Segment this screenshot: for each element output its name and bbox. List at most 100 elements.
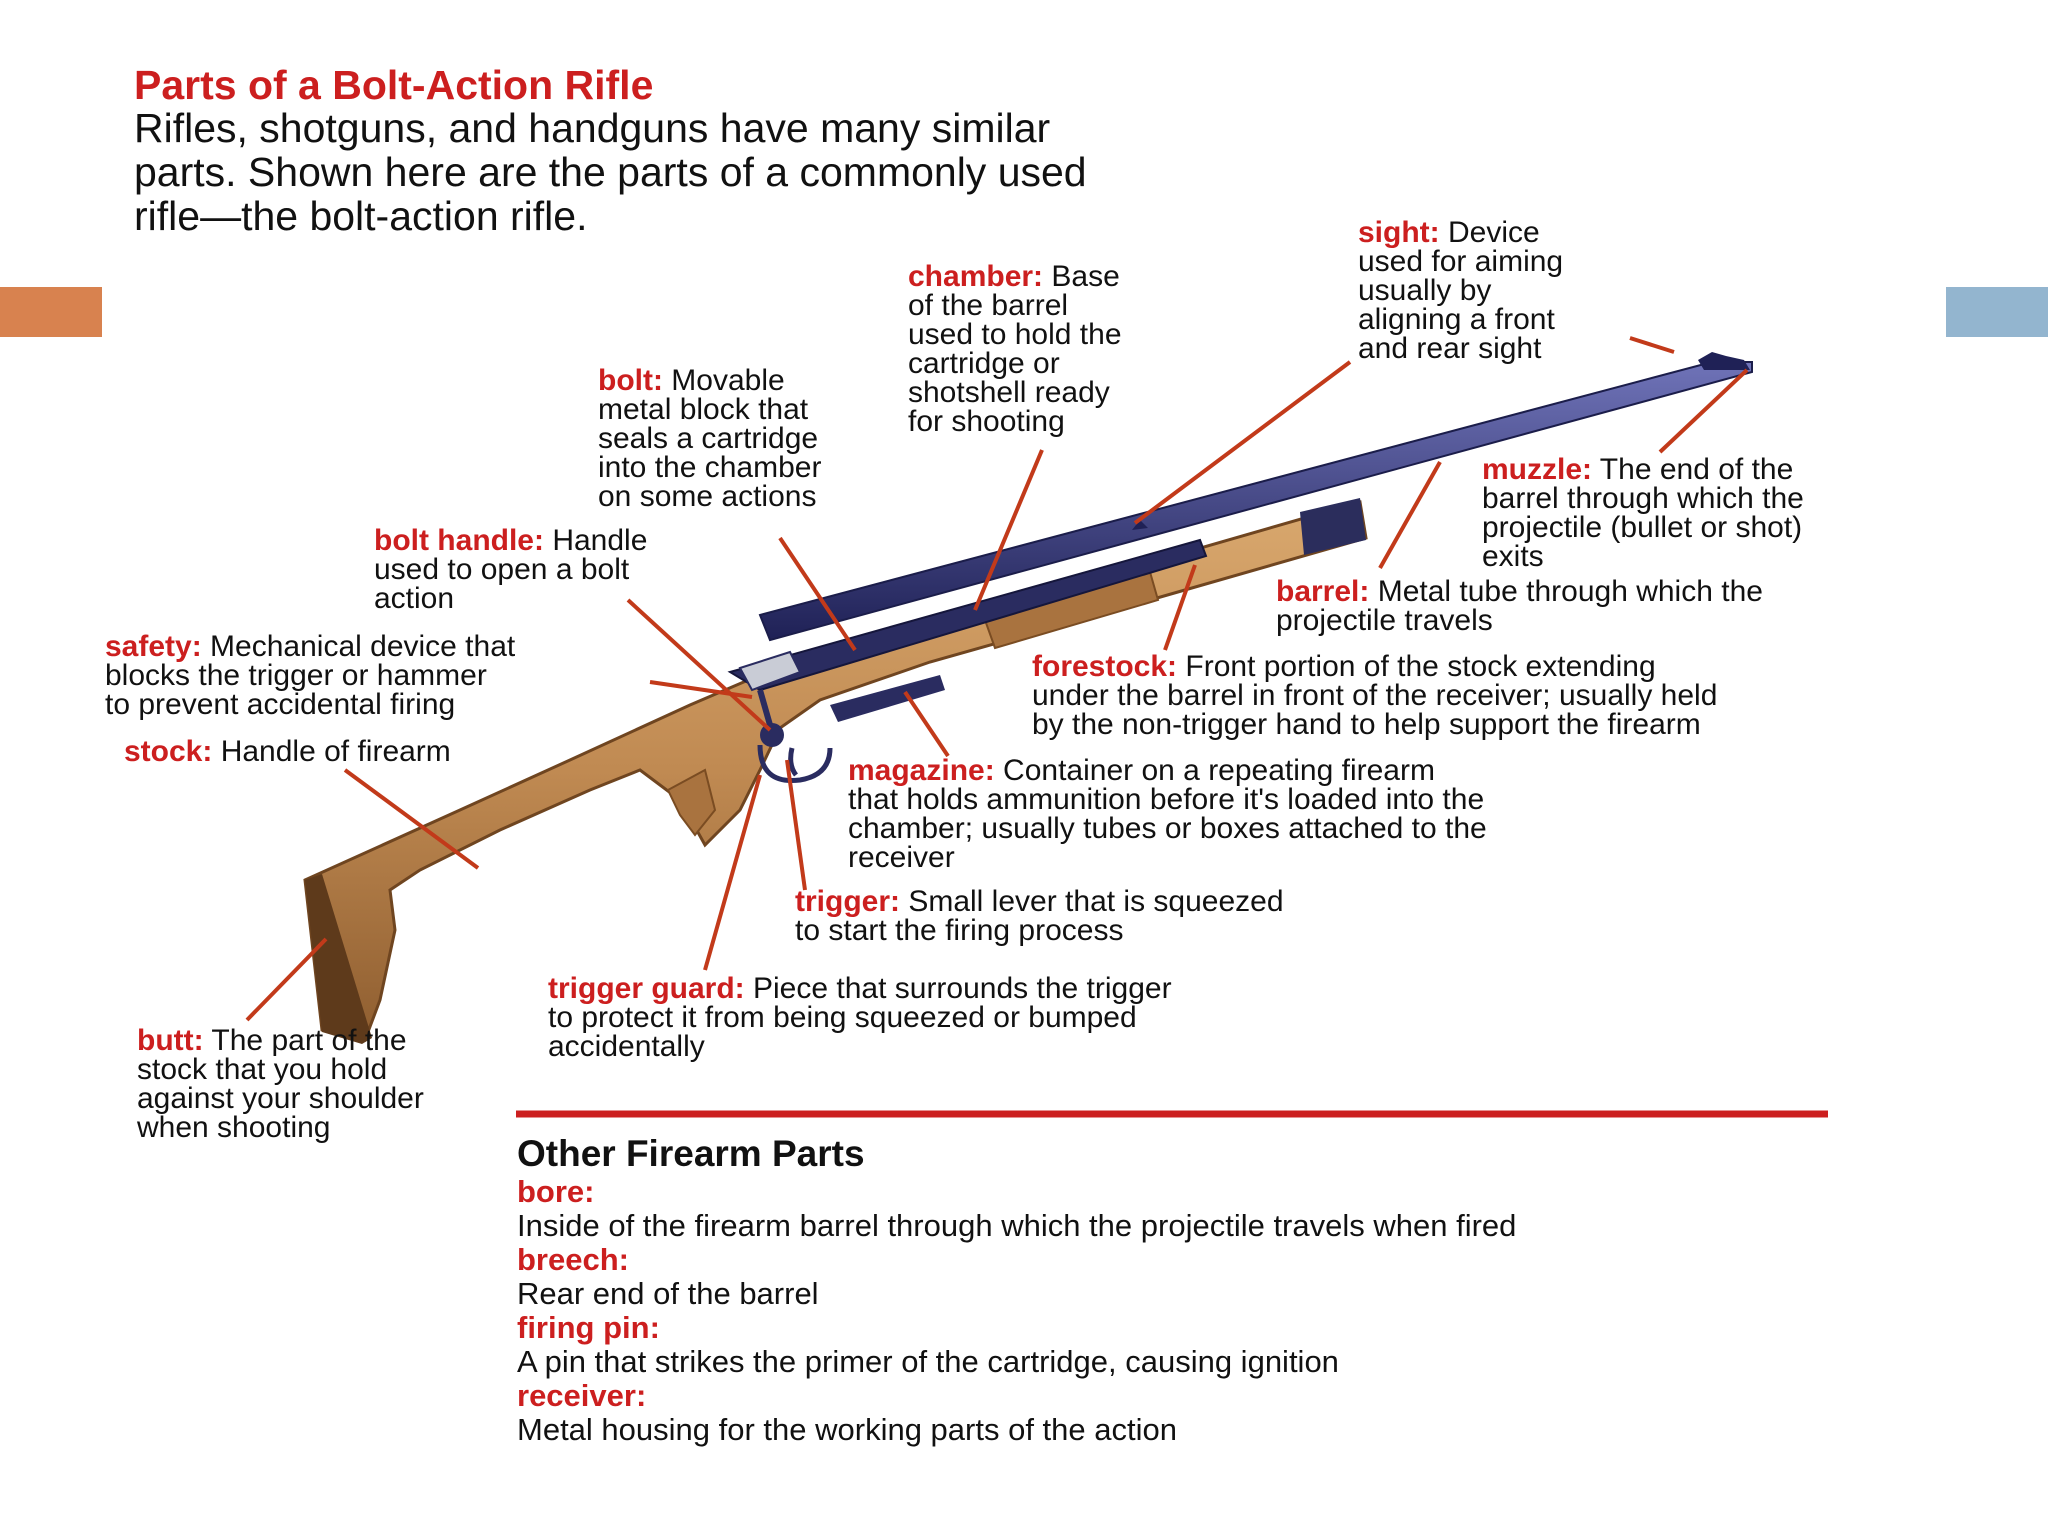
leader-stock [343, 768, 480, 870]
leader-butt [245, 937, 328, 1022]
label-text: exits [1482, 540, 1544, 573]
leader-safety [649, 680, 753, 699]
label-bolt-handle: bolt handle: Handle used to open a bolt … [374, 524, 648, 615]
label-text: blocks the trigger or hammer [105, 659, 487, 692]
rifle-bolt [738, 650, 802, 692]
label-text: projectile (bullet or shot) [1482, 511, 1803, 544]
label-bolt: bolt: Movable metal block that seals a c… [598, 364, 822, 513]
label-text: usually by [1358, 274, 1492, 307]
label-text: Mechanical device that [201, 630, 516, 663]
label-forestock: forestock: Front portion of the stock ex… [1032, 650, 1718, 741]
other-part-term: breech: [517, 1242, 629, 1277]
label-text: when shooting [137, 1111, 331, 1144]
label-term: safety: [105, 630, 202, 663]
label-text: The part of the [203, 1024, 407, 1057]
right-accent-bar [1946, 287, 2048, 337]
label-text: Container on a repeating firearm [994, 754, 1435, 787]
label-text: Device [1439, 216, 1540, 249]
label-text: The end of the [1592, 453, 1794, 486]
label-term: magazine: [848, 754, 995, 787]
leader-muzzle [1658, 368, 1749, 454]
label-sight: sight: Device used for aiming usually by… [1358, 216, 1563, 365]
label-text: Base [1043, 260, 1120, 293]
intro-line: parts. Shown here are the parts of a com… [134, 149, 1087, 195]
label-text: receiver [848, 841, 955, 874]
leader-trigger [785, 759, 807, 891]
other-parts-title: Other Firearm Parts [517, 1133, 865, 1174]
other-part-definition: Metal housing for the working parts of t… [517, 1412, 1177, 1447]
label-text: accidentally [548, 1030, 705, 1063]
other-part-term: firing pin: [517, 1310, 660, 1345]
label-term: butt: [137, 1024, 204, 1057]
leader-bolt [778, 536, 857, 652]
diagram-heading: Parts of a Bolt-Action Rifle [134, 62, 654, 108]
grip-panel [666, 768, 717, 837]
label-term: muzzle: [1482, 453, 1593, 486]
label-text: action [374, 582, 455, 615]
label-text: Front portion of the stock extending [1177, 650, 1656, 683]
other-part-definition: Rear end of the barrel [517, 1276, 819, 1311]
label-term: bolt handle: [374, 524, 544, 557]
label-trigger: trigger: Small lever that is squeezed to… [795, 885, 1284, 947]
label-barrel: barrel: Metal tube through which the pro… [1276, 575, 1763, 637]
label-text: into the chamber [598, 451, 822, 484]
label-text: Movable [662, 364, 785, 397]
label-magazine: magazine: Container on a repeating firea… [848, 754, 1487, 874]
label-term: forestock: [1032, 650, 1178, 683]
leader-sight-rear [1133, 360, 1352, 525]
label-text: for shooting [908, 405, 1065, 438]
label-text: seals a cartridge [598, 422, 819, 455]
intro-text: Rifles, shotguns, and handguns have many… [134, 106, 1534, 238]
label-term: stock: [124, 735, 213, 768]
label-text: Handle [543, 524, 648, 557]
label-text: of the barrel [908, 289, 1069, 322]
label-text: cartridge or [908, 347, 1060, 380]
label-text: under the barrel in front of the receive… [1032, 679, 1718, 712]
leader-forestock [1163, 564, 1197, 651]
other-part-term: bore: [517, 1174, 595, 1209]
other-part-definition: A pin that strikes the primer of the car… [517, 1344, 1339, 1379]
label-text: metal block that [598, 393, 809, 426]
label-term: trigger guard: [548, 972, 745, 1005]
label-text: Piece that surrounds the trigger [744, 972, 1172, 1005]
label-text: stock that you hold [137, 1053, 388, 1086]
label-text: chamber; usually tubes or boxes attached… [848, 812, 1487, 845]
leader-magazine [903, 690, 950, 758]
leader-sight [1629, 336, 1675, 354]
label-text: by the non-trigger hand to help support … [1032, 708, 1701, 741]
label-trigger-guard: trigger guard: Piece that surrounds the … [548, 972, 1172, 1063]
label-text: to start the firing process [795, 914, 1124, 947]
intro-line: rifle—the bolt-action rifle. [134, 193, 588, 239]
label-text: Small lever that is squeezed [900, 885, 1284, 918]
other-part-term: receiver: [517, 1378, 647, 1413]
label-text: to prevent accidental firing [105, 688, 456, 721]
label-muzzle: muzzle: The end of the barrel through wh… [1482, 453, 1804, 573]
leader-chamber [973, 449, 1044, 611]
label-term: trigger: [795, 885, 900, 918]
label-text: on some actions [598, 480, 817, 513]
label-text: to protect it from being squeezed or bum… [548, 1001, 1137, 1034]
label-safety: safety: Mechanical device that blocks th… [105, 630, 516, 721]
label-text: that holds ammunition before it's loaded… [848, 783, 1485, 816]
left-accent-bar [0, 287, 102, 337]
rifle-trigger [788, 747, 799, 777]
label-text: aligning a front [1358, 303, 1555, 336]
other-parts-section: Other Firearm Parts bore: Inside of the … [517, 1133, 1516, 1447]
leader-barrel [1378, 461, 1442, 569]
label-term: barrel: [1276, 575, 1370, 608]
label-text: Handle of firearm [212, 735, 451, 768]
other-part-definition: Inside of the firearm barrel through whi… [517, 1208, 1517, 1243]
label-butt: butt: The part of the stock that you hol… [137, 1024, 424, 1144]
label-term: bolt: [598, 364, 663, 397]
label-term: chamber: [908, 260, 1044, 293]
forestock-tip [1300, 498, 1366, 555]
leader-bolt-handle [626, 598, 772, 732]
label-chamber: chamber: Base of the barrel used to hold… [908, 260, 1122, 438]
label-text: and rear sight [1358, 332, 1542, 365]
label-text: shotshell ready [908, 376, 1110, 409]
label-text: used to open a bolt [374, 553, 630, 586]
rifle-magazine [830, 675, 945, 722]
label-text: projectile travels [1276, 604, 1493, 637]
rifle-rear-sight [1132, 520, 1148, 530]
